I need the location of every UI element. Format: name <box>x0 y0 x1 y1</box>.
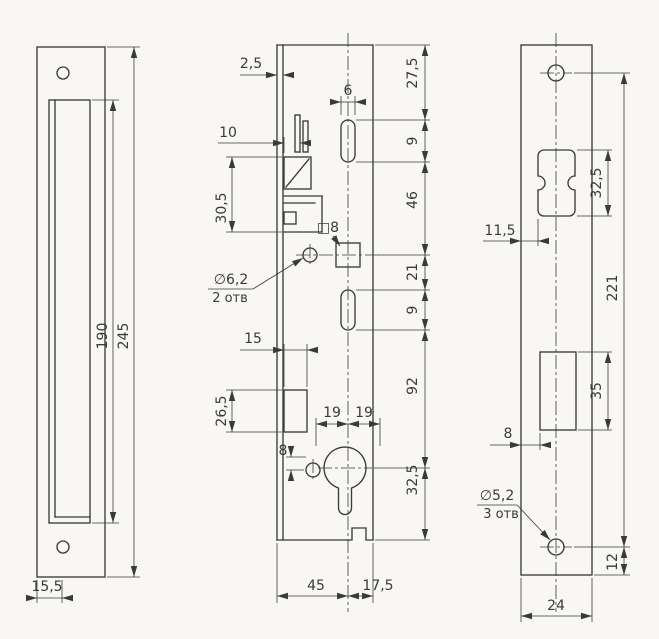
hole-top <box>56 66 70 80</box>
face-plate-outline <box>520 44 593 576</box>
dim-label-hole-offset: 8 <box>279 443 288 459</box>
face-plate-view: 32,5 11,5 35 8 221 <box>477 33 630 622</box>
lock-body-holes <box>283 119 367 516</box>
dim-label-hole-qty: 2 отв <box>212 291 248 306</box>
dim-label-center-to-edge: 17,5 <box>362 578 393 594</box>
plate-recess <box>48 99 91 524</box>
dim-label-face-hole-qty: 3 отв <box>483 507 519 522</box>
hole-bottom <box>56 540 70 554</box>
dim-label-face-width: 24 <box>547 598 565 614</box>
left-plate-view: 190 245 15,5 <box>26 46 140 603</box>
left-plate-outline <box>36 46 106 578</box>
latch-bolt <box>283 156 312 190</box>
dim-label-cyl-cut-offset: 8 <box>504 426 513 442</box>
dim-label-bottom-margin: 12 <box>605 553 621 571</box>
dim-label-width-to-center: 45 <box>307 578 325 594</box>
dim-label-slot-bottom-height: 9 <box>405 306 421 315</box>
dim-label-slot-height: 190 <box>95 323 111 350</box>
side-cutout <box>283 389 308 433</box>
dim-label-latch-cut-height: 32,5 <box>589 167 605 198</box>
dim-label-bottom-width: 15,5 <box>31 579 62 595</box>
dim-label-latch-depth: 10 <box>219 125 237 141</box>
dim-label-slot-to-cylinder: 92 <box>405 377 421 395</box>
face-plate-centerlines <box>540 33 572 612</box>
dim-label-plate-thickness: 2,5 <box>240 56 262 72</box>
dim-label-latch-height: 30,5 <box>214 192 230 223</box>
lock-body-outline <box>276 44 374 541</box>
dim-label-cyl-half-left: 19 <box>323 405 341 421</box>
lock-body-dimensions: 2,5 6 10 30,5 □8 ∅6,2 2 отв <box>208 44 430 603</box>
dim-label-face-hole-dia: ∅5,2 <box>480 488 514 504</box>
dim-label-side-cut-width: 15 <box>244 331 262 347</box>
face-plate-dimensions: 32,5 11,5 35 8 221 <box>477 72 630 622</box>
dim-label-hole-dia: ∅6,2 <box>214 272 248 288</box>
dim-label-cyl-cut-height: 35 <box>589 382 605 400</box>
euro-cylinder-hole <box>323 446 367 516</box>
dim-label-cyl-half-right: 19 <box>355 405 373 421</box>
dim-label-slot-to-square: 46 <box>405 191 421 209</box>
lock-body-centerlines <box>296 33 380 612</box>
dim-label-square-size: □8 <box>317 220 339 236</box>
latch-mechanism <box>283 114 323 233</box>
dim-label-screw-span: 221 <box>605 275 621 302</box>
cylinder-cutout <box>539 351 577 431</box>
left-plate-dimensions: 190 245 15,5 <box>26 46 140 603</box>
dim-label-total-height: 245 <box>116 323 132 350</box>
dim-label-cylinder-to-bottom: 32,5 <box>405 464 421 495</box>
dim-label-slot-top-height: 9 <box>405 137 421 146</box>
dim-label-side-cut-height: 26,5 <box>214 395 230 426</box>
latch-cutout <box>537 149 576 217</box>
dim-label-slot-width: 6 <box>344 83 353 99</box>
lock-body-view: 2,5 6 10 30,5 □8 ∅6,2 2 отв <box>208 33 430 612</box>
dim-label-square-to-slot: 21 <box>405 263 421 281</box>
dim-label-latch-cut-offset: 11,5 <box>484 223 515 239</box>
dim-label-top-offset: 27,5 <box>405 57 421 88</box>
